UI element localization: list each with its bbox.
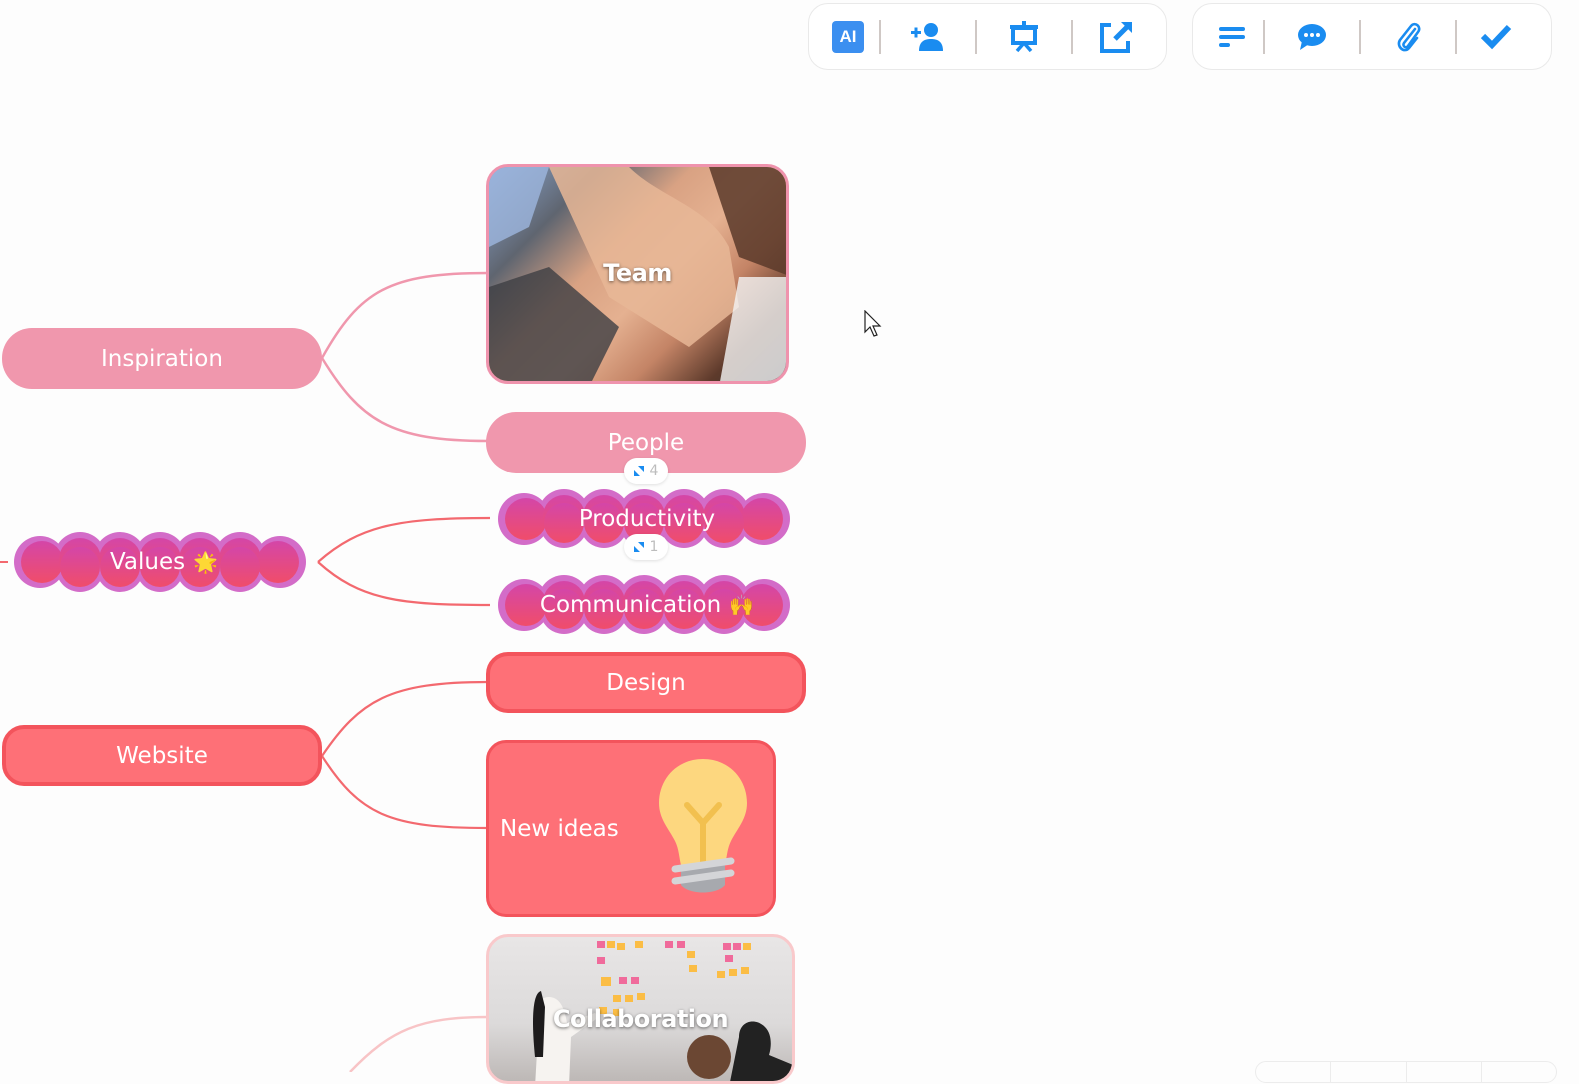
node-values[interactable]: Values 🌟 [10, 530, 318, 594]
outline-list-icon [1219, 26, 1245, 47]
node-label-wrap: Communication 🙌 [494, 574, 800, 636]
paperclip-icon [1397, 22, 1421, 51]
presentation-icon [1010, 20, 1038, 52]
toolbar-divider [975, 19, 977, 54]
add-user-icon [911, 22, 943, 51]
node-people[interactable]: People [486, 412, 806, 473]
lightbulb-icon [659, 759, 747, 893]
node-new-ideas[interactable]: New ideas [486, 740, 776, 917]
team-photo [489, 167, 786, 381]
raised-hands-emoji: 🙌 [729, 593, 755, 617]
comments-button[interactable] [1281, 12, 1343, 62]
export-icon [1100, 21, 1132, 53]
link-arrows-icon [633, 542, 644, 552]
outline-button[interactable] [1201, 12, 1263, 62]
cloud-shape [14, 532, 306, 592]
bottom-control-segment[interactable] [1256, 1062, 1332, 1082]
node-label: People [607, 429, 685, 456]
attachments-button[interactable] [1377, 12, 1439, 62]
node-label: Design [606, 669, 686, 696]
mouse-pointer-icon [864, 310, 882, 337]
node-label: Communication [539, 592, 722, 618]
toolbar-primary: AI [808, 3, 1167, 70]
export-button[interactable] [1085, 12, 1147, 62]
toolbar-divider [1263, 19, 1265, 54]
badge-count: 1 [649, 539, 659, 555]
collaboration-photo [533, 941, 792, 1081]
toolbar-divider [1359, 19, 1361, 54]
node-label-wrap: Values 🌟 [10, 530, 318, 594]
comment-icon [1298, 23, 1326, 50]
node-label: Values [109, 549, 186, 575]
present-button[interactable] [993, 12, 1055, 62]
linked-topics-badge[interactable]: 1 [624, 534, 668, 560]
bottom-control-segment[interactable] [1407, 1062, 1482, 1082]
node-website[interactable]: Website [2, 725, 322, 786]
ai-icon: AI [832, 20, 864, 53]
node-communication[interactable]: Communication 🙌 [494, 574, 800, 636]
node-design[interactable]: Design [486, 652, 806, 713]
link-arrows-icon [633, 466, 644, 476]
node-productivity[interactable]: Productivity [494, 488, 800, 550]
node-inspiration[interactable]: Inspiration [2, 328, 322, 389]
node-label-wrap: Productivity [494, 488, 800, 550]
node-label: Website [116, 742, 208, 769]
star-emoji: 🌟 [193, 550, 219, 574]
bottom-control-segment[interactable] [1331, 1062, 1407, 1082]
node-label: Team [603, 259, 672, 287]
toolbar-secondary [1192, 3, 1552, 70]
node-label: New ideas [500, 815, 619, 842]
toolbar-divider [1071, 19, 1073, 54]
node-label: Inspiration [101, 345, 223, 372]
tasks-button[interactable] [1465, 12, 1527, 62]
toolbar-divider [1455, 19, 1457, 54]
linked-topics-badge[interactable]: 4 [624, 458, 668, 484]
bottom-control-segment[interactable] [1482, 1062, 1556, 1082]
badge-count: 4 [649, 463, 659, 479]
node-team[interactable]: Team [486, 164, 789, 384]
bottom-controls [1255, 1061, 1557, 1083]
node-label: Productivity [578, 506, 716, 532]
cloud-shape [498, 489, 790, 548]
node-collaboration[interactable]: Collaboration [486, 934, 795, 1084]
cloud-shape [498, 575, 790, 634]
ai-button[interactable]: AI [817, 12, 879, 62]
node-label: Collaboration [552, 1005, 729, 1033]
share-button[interactable] [897, 12, 959, 62]
checkmark-icon [1480, 24, 1512, 49]
toolbar-divider [879, 19, 881, 54]
